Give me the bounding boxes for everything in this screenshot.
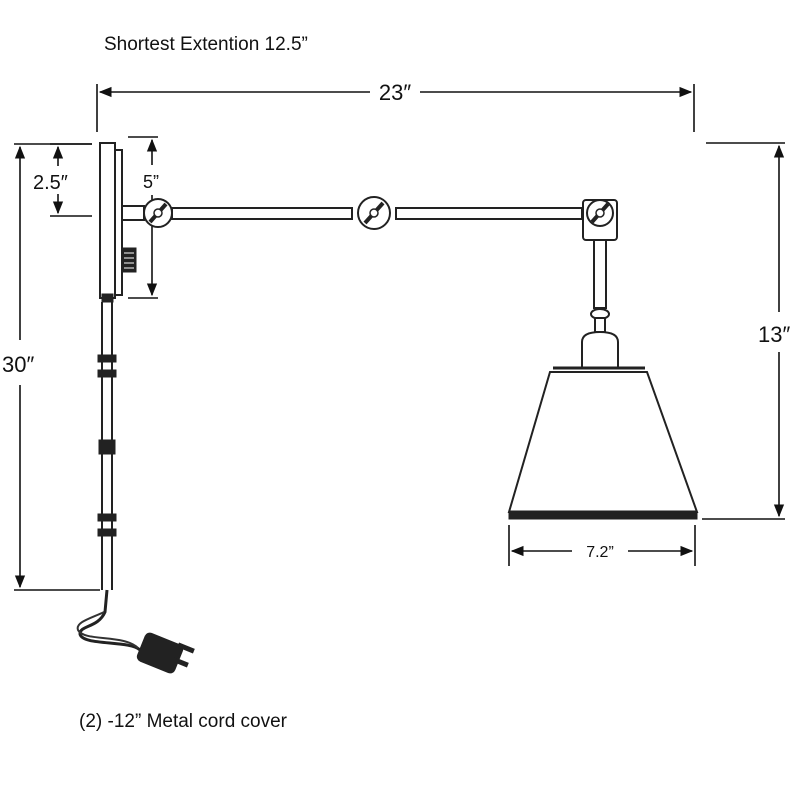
joint-knob-icon [582, 199, 618, 241]
cord-cover-note: (2) -12” Metal cord cover [79, 711, 288, 732]
joint-knob-icon [143, 198, 173, 228]
height-dimension: 30″ [2, 143, 100, 591]
mount-offset-label: 2.5″ [33, 172, 68, 194]
joint-knob-icon [357, 196, 391, 230]
shade-dimension-label: 7.2” [586, 544, 614, 561]
width-dimension-label: 23″ [379, 80, 411, 105]
backplate-dimension: 5” [128, 136, 159, 299]
diagram-title: Shortest Extention 12.5” [104, 34, 308, 55]
power-cord [76, 589, 142, 652]
shade-dimension: 7.2” [508, 525, 696, 566]
width-dimension: 23″ [96, 80, 695, 132]
mount-offset-dimension: 2.5″ [33, 143, 92, 217]
drop-rod [590, 239, 610, 333]
height-dimension-label: 30″ [2, 352, 34, 377]
plug-icon [136, 632, 195, 674]
backplate-dimension-label: 5” [143, 172, 159, 192]
cord-cover [97, 302, 117, 590]
swing-arm [121, 205, 583, 221]
drop-dimension-label: 13″ [758, 322, 790, 347]
switch-icon [121, 247, 137, 273]
drop-dimension: 13″ [702, 142, 790, 520]
lamp-shade [507, 330, 699, 520]
wall-backplate [99, 142, 123, 303]
